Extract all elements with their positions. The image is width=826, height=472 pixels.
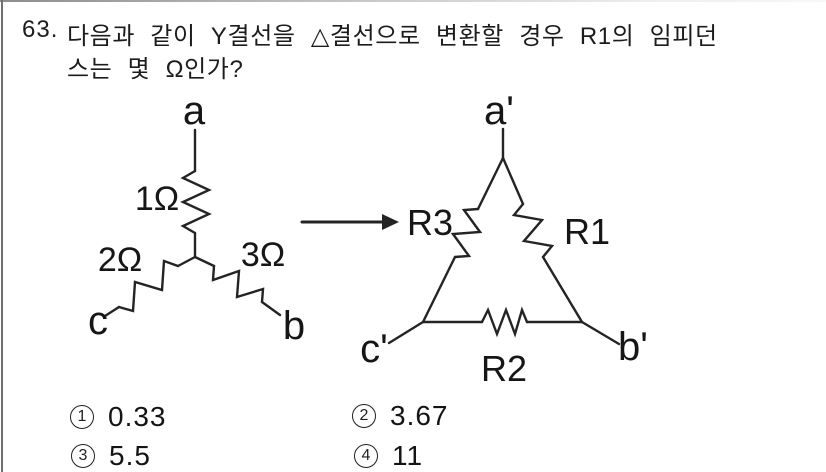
wire <box>501 156 525 206</box>
y-terminal-c-label: c <box>88 299 108 343</box>
delta-terminal-b-prime-label: b' <box>618 325 648 369</box>
resistor-1ohm-zigzag <box>180 169 212 235</box>
option-1-circled-number: 1 <box>70 405 94 429</box>
y-terminal-b-label: b <box>283 304 305 348</box>
y-resistor-3ohm-label: 3Ω <box>241 236 285 274</box>
resistor-r1-zigzag <box>511 202 555 259</box>
wire <box>541 255 584 324</box>
delta-resistor-r2-label: R2 <box>481 348 527 389</box>
resistor-r3-zigzag <box>450 207 483 259</box>
wire <box>103 305 121 318</box>
delta-resistor-r1-label: R1 <box>564 211 610 252</box>
delta-terminal-c-prime-label: c' <box>360 327 388 371</box>
left-border-line <box>1 0 3 472</box>
question-text-line2: 스는 몇 Ω인가? <box>67 56 244 83</box>
y-resistor-2ohm-label: 2Ω <box>98 241 142 279</box>
option-3-circled-number: 3 <box>71 444 95 468</box>
option-2-value: 3.67 <box>390 400 449 431</box>
delta-resistor-r3-label: R3 <box>407 202 453 243</box>
wire <box>193 255 216 268</box>
resistor-2ohm-zigzag <box>117 259 180 313</box>
question-text-line1: 다음과 같이 Y결선을 △결선으로 변환할 경우 R1의 임피던 <box>67 23 718 50</box>
transform-arrow <box>300 214 399 230</box>
option-2-circled-number: 2 <box>352 404 376 428</box>
option-1[interactable]: 1 0.33 <box>70 401 167 433</box>
top-border-line <box>0 0 826 2</box>
option-4[interactable]: 4 11 <box>354 440 423 472</box>
wire <box>421 255 457 324</box>
resistor-3ohm-zigzag <box>211 264 265 304</box>
y-terminal-a-label: a <box>183 89 206 133</box>
option-1-value: 0.33 <box>108 401 167 432</box>
question-number: 63. <box>22 16 59 43</box>
wire <box>260 300 282 317</box>
wire <box>176 255 197 268</box>
option-3[interactable]: 3 5.5 <box>71 440 151 472</box>
wire <box>387 320 425 345</box>
y-resistor-1ohm-label: 1Ω <box>135 180 179 218</box>
delta-terminal-a-prime-label: a' <box>484 89 514 133</box>
option-4-circled-number: 4 <box>354 444 378 468</box>
option-2[interactable]: 2 3.67 <box>352 400 449 432</box>
wire <box>580 320 621 346</box>
option-3-value: 5.5 <box>109 440 151 471</box>
arrow-head-icon <box>382 214 399 230</box>
resistor-r2-zigzag <box>480 306 529 338</box>
option-4-value: 11 <box>392 440 424 471</box>
y-circuit: a c b 1Ω 2Ω 3Ω <box>88 89 305 348</box>
wire <box>476 156 505 211</box>
delta-circuit: a' c' b' R3 R1 R2 <box>360 89 648 389</box>
